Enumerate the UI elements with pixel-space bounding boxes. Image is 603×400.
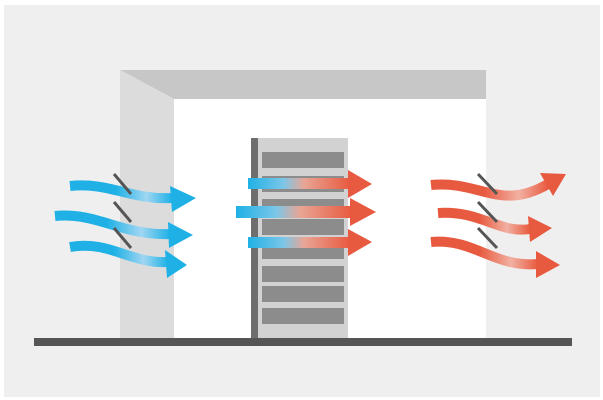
rack-airflow: [236, 170, 376, 256]
warm-air-outflow: [430, 173, 566, 278]
rack-air-arrow-icon: [248, 170, 372, 198]
cool-air-arrow-icon: [54, 210, 193, 248]
rack-slot: [262, 286, 344, 302]
left-wall: [120, 70, 174, 338]
rack-air-arrow-icon: [236, 198, 376, 226]
ceiling: [120, 70, 486, 99]
louver-icon: [112, 173, 133, 195]
warm-air-arrow-icon: [437, 207, 552, 242]
rack-air-arrow-icon: [248, 229, 372, 256]
left-louvers: [112, 173, 133, 249]
floor: [34, 338, 572, 346]
louver-icon: [476, 172, 499, 196]
cool-air-arrow-icon: [69, 180, 196, 212]
right-louvers: [476, 172, 499, 250]
rack-slot: [262, 219, 344, 235]
louver-icon: [476, 226, 499, 250]
rack-slot: [262, 266, 344, 282]
louver-icon: [476, 200, 499, 224]
warm-air-arrow-icon: [430, 173, 566, 201]
cool-air-inflow: [54, 180, 196, 278]
louver-icon: [112, 227, 133, 249]
warm-air-arrow-icon: [430, 236, 560, 278]
rack-slot: [262, 308, 344, 324]
cool-air-arrow-icon: [69, 240, 187, 278]
louver-icon: [112, 201, 133, 223]
rack-slot: [262, 152, 344, 168]
